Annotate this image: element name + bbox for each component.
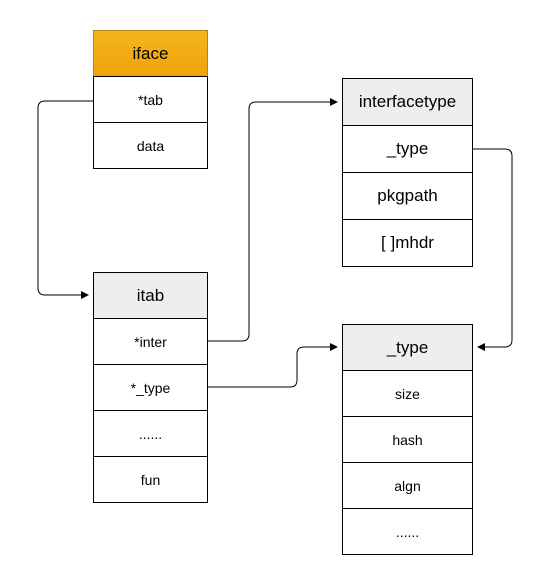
iface-header: iface <box>93 30 208 77</box>
itab-row-inter: *inter <box>93 318 208 365</box>
itab-row-ellipsis: ...... <box>93 410 208 457</box>
iface-row-tab: *tab <box>93 76 208 123</box>
iface-row-data: data <box>93 122 208 169</box>
interfacetype-row-pkgpath: pkgpath <box>342 172 473 220</box>
interfacetype-header: interfacetype <box>342 78 473 126</box>
iface-table: iface *tab data <box>93 30 208 169</box>
type-struct-row-size: size <box>342 370 473 417</box>
type-struct-row-hash: hash <box>342 416 473 463</box>
itab-row-fun: fun <box>93 456 208 503</box>
itab-table: itab *inter *_type ...... fun <box>93 272 208 503</box>
itab-header: itab <box>93 272 208 319</box>
interfacetype-table: interfacetype _type pkgpath [ ]mhdr <box>342 78 473 267</box>
interfacetype-row-mhdr: [ ]mhdr <box>342 219 473 267</box>
tab-to-itab-arrow <box>37 100 93 299</box>
type-struct-header: _type <box>342 324 473 371</box>
interfacetype-row-type: _type <box>342 125 473 173</box>
type-struct-row-ellipsis: ...... <box>342 508 473 555</box>
type-struct-table: _type size hash algn ...... <box>342 324 473 555</box>
itab-row-type: *_type <box>93 364 208 411</box>
interfacetype-type-to-type-struct-arrow <box>473 148 513 351</box>
type-struct-row-algn: algn <box>342 462 473 509</box>
type-to-type-struct-arrow <box>208 343 338 388</box>
inter-to-interfacetype-arrow <box>208 98 338 342</box>
